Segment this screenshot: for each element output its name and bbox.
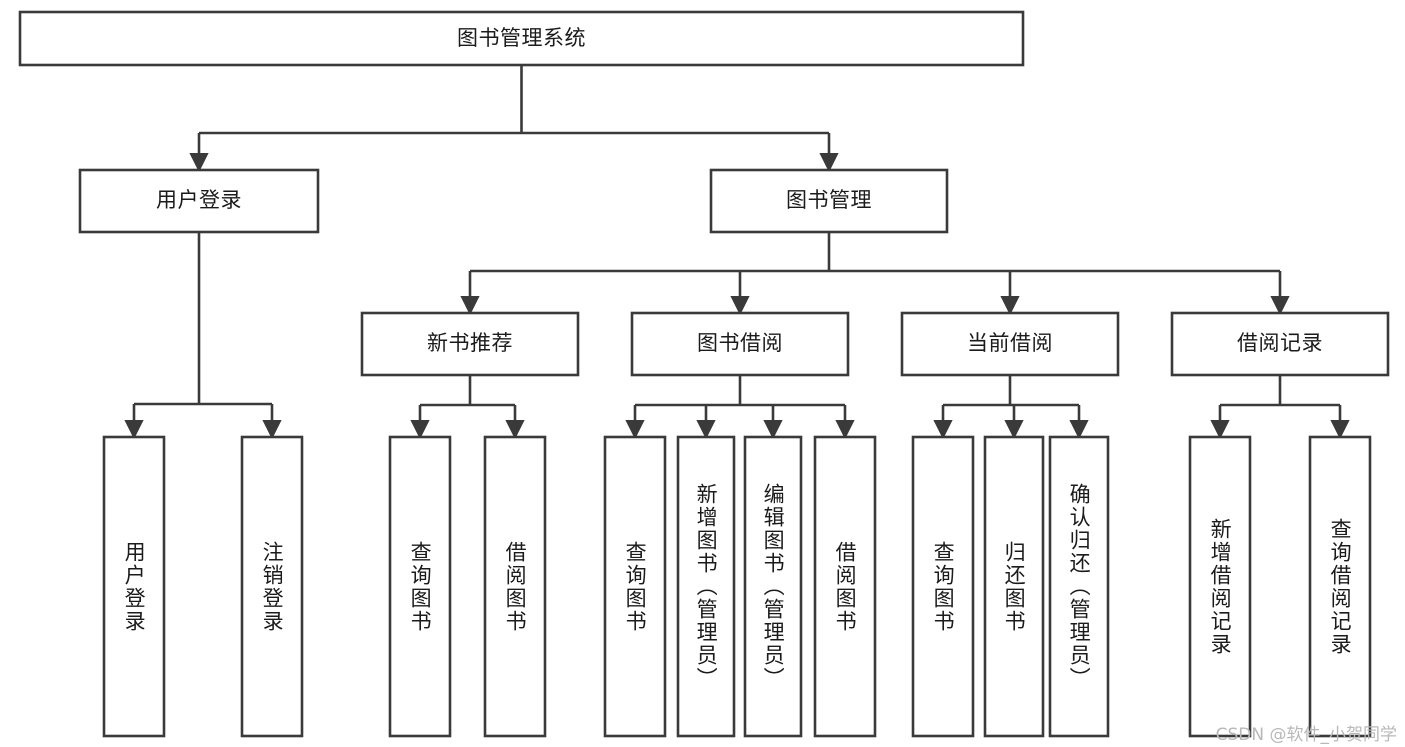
node-box-add-borrow-record (1188, 435, 1252, 738)
node-box-book-borrow (630, 311, 850, 377)
node-box-new-book-recommend (360, 311, 580, 377)
node-box-add-book-admin (676, 435, 736, 738)
node-box-query-book-2 (603, 435, 667, 738)
node-box-return-book (983, 435, 1045, 738)
box-layer (18, 10, 1390, 738)
node-box-query-borrow-record (1308, 435, 1372, 738)
node-box-current-borrow (900, 311, 1120, 377)
node-box-user-logout-action (240, 435, 304, 738)
node-box-root (18, 10, 1025, 67)
node-box-user-login-action (102, 435, 166, 738)
node-box-borrow-records (1170, 311, 1390, 377)
node-box-query-book-3 (911, 435, 975, 738)
node-box-query-book-1 (388, 435, 452, 738)
node-box-confirm-return-admin (1048, 435, 1110, 738)
node-box-borrow-book-2 (813, 435, 877, 738)
edge-layer (124, 65, 1350, 440)
node-box-borrow-book-1 (483, 435, 547, 738)
node-box-book-management (709, 168, 949, 234)
node-box-edit-book-admin (743, 435, 803, 738)
node-box-user-login (78, 168, 320, 234)
